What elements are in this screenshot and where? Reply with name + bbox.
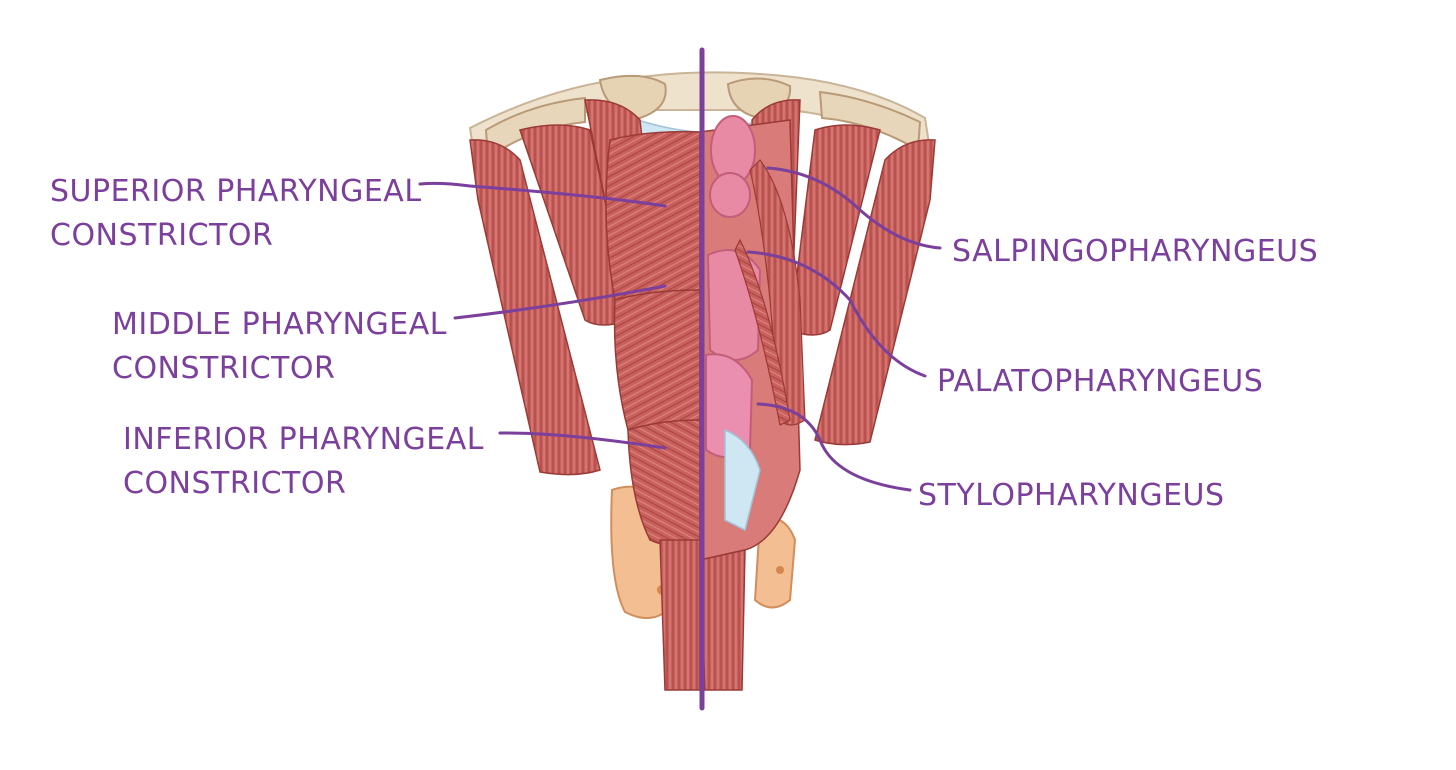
label-inferior-line1: INFERIOR PHARYNGEAL [123, 422, 484, 457]
label-middle-pharyngeal-constrictor: MIDDLE PHARYNGEAL CONSTRICTOR [112, 303, 447, 391]
constrictor-muscles [605, 130, 701, 691]
label-superior-pharyngeal-constrictor: SUPERIOR PHARYNGEAL CONSTRICTOR [50, 170, 422, 258]
label-middle-line2: CONSTRICTOR [112, 351, 336, 386]
label-superior-line2: CONSTRICTOR [50, 218, 274, 253]
leader-line-stylo [756, 402, 912, 492]
leader-lines [418, 166, 942, 492]
pharynx-interior [699, 115, 806, 691]
skull-base [468, 71, 932, 162]
label-superior-line1: SUPERIOR PHARYNGEAL [50, 174, 422, 209]
label-middle-line1: MIDDLE PHARYNGEAL [112, 307, 447, 342]
label-salpingopharyngeus: SALPINGOPHARYNGEUS [952, 230, 1318, 274]
leader-line-palato [746, 250, 927, 378]
label-salpingopharyngeus-text: SALPINGOPHARYNGEUS [952, 234, 1319, 269]
leader-line-inferior [498, 431, 667, 450]
label-stylopharyngeus: STYLOPHARYNGEUS [918, 474, 1225, 518]
label-palatopharyngeus: PALATOPHARYNGEUS [937, 360, 1263, 404]
label-inferior-pharyngeal-constrictor: INFERIOR PHARYNGEAL CONSTRICTOR [123, 418, 484, 506]
label-inferior-line2: CONSTRICTOR [123, 466, 347, 501]
leader-line-superior [418, 181, 667, 208]
label-palatopharyngeus-text: PALATOPHARYNGEUS [937, 364, 1264, 399]
leader-line-salpingo [766, 166, 942, 250]
leader-line-middle [453, 284, 667, 320]
label-stylopharyngeus-text: STYLOPHARYNGEUS [918, 478, 1225, 513]
